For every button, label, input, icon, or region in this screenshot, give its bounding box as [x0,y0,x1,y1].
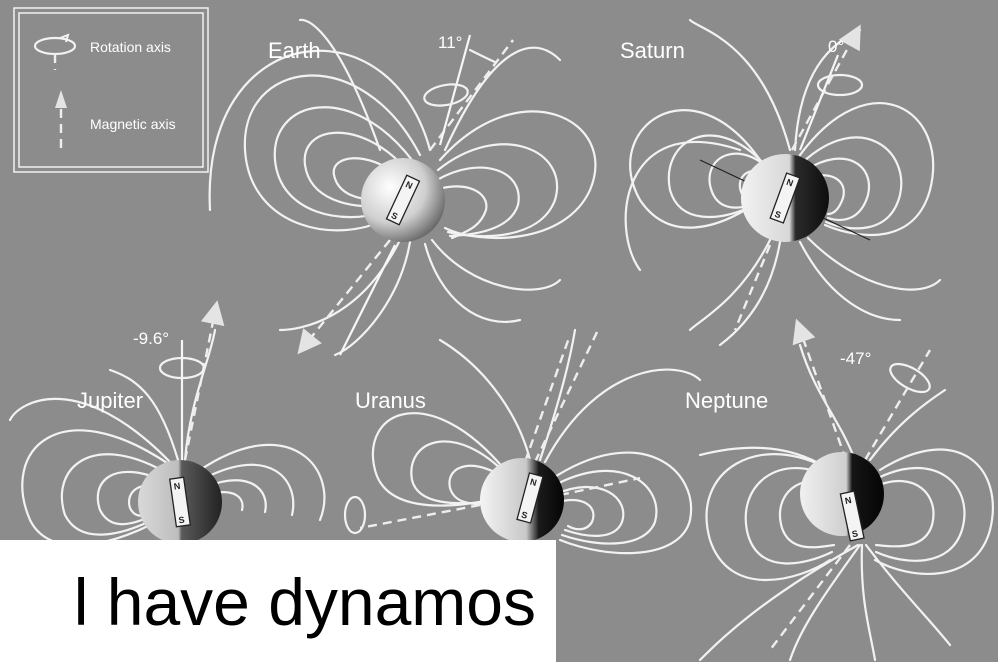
neptune-label: Neptune [685,388,768,413]
saturn-tilt-label: 0° [828,37,844,56]
legend-rotation-label: Rotation axis [90,39,171,55]
neptune-tilt-label: -47° [840,349,871,368]
slide-caption: l have dynamos [0,540,556,664]
earth-tilt-label: 11° [438,33,462,52]
caption-box: l have dynamos [0,540,556,664]
jupiter-tilt-label: -9.6° [133,329,169,348]
jupiter-north-pole-label: N [173,481,181,492]
right-margin [998,0,1005,670]
uranus-label: Uranus [355,388,426,413]
earth-label: Earth [268,38,321,63]
jupiter-label: Jupiter [77,388,143,413]
saturn-label: Saturn [620,38,685,63]
legend-magnetic-label: Magnetic axis [90,116,176,132]
